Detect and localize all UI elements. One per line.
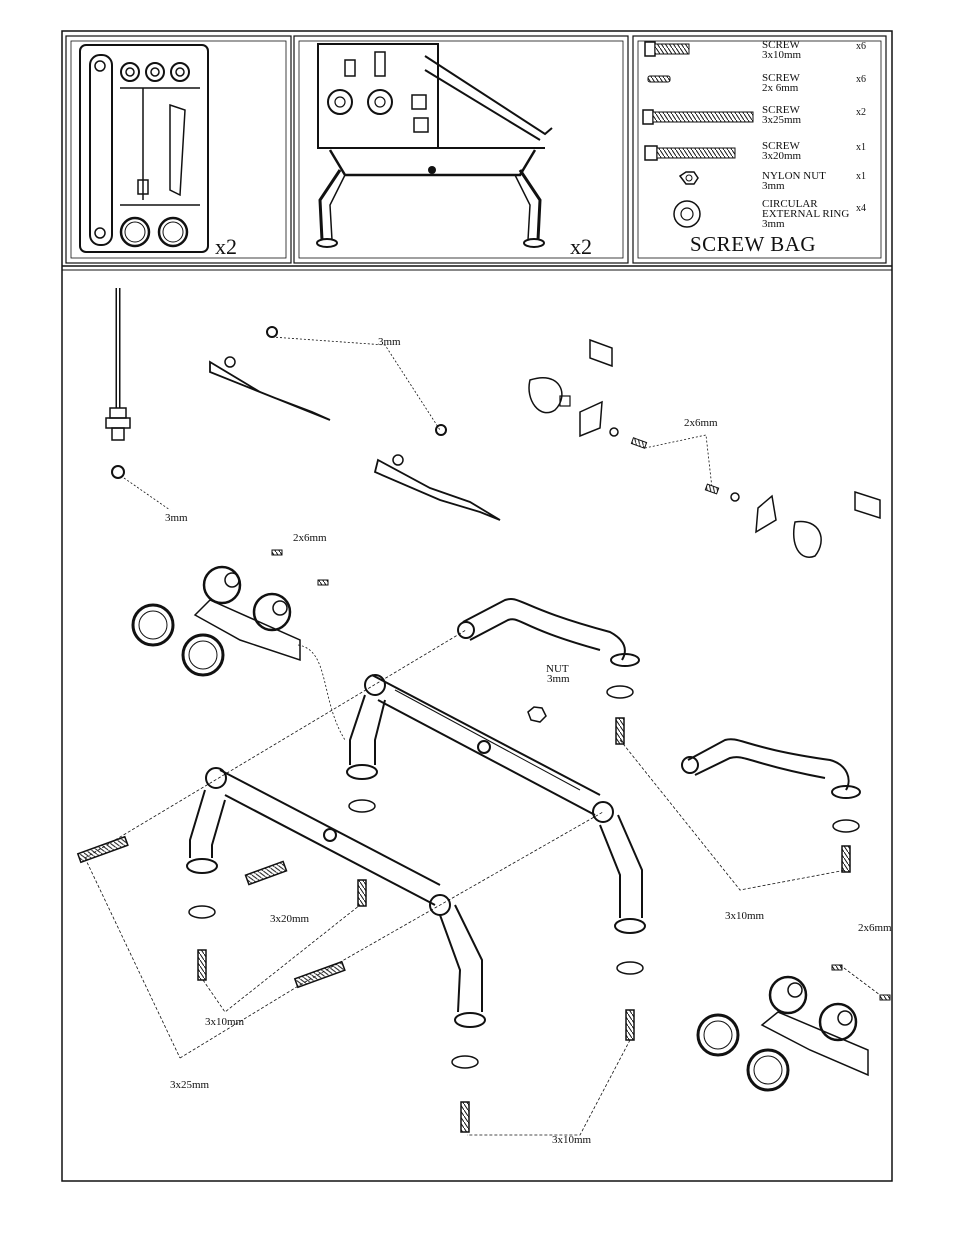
callout-screw-light-right: 2x6mm xyxy=(858,923,892,933)
parts-tree-2-multiplier: x2 xyxy=(570,234,592,260)
screw-bag-item-qty: x2 xyxy=(856,107,866,118)
mirror-parts xyxy=(529,340,880,557)
screw-bag-item-qty: x6 xyxy=(856,41,866,52)
callout-screw-3x10-left: 3x10mm xyxy=(205,1017,244,1027)
callout-nut-size: 3mm xyxy=(547,674,570,684)
screw-bag-item-size: 3mm xyxy=(762,181,785,191)
nut-part xyxy=(528,707,546,722)
callout-screw-mirror: 2x6mm xyxy=(684,418,718,428)
screw-bag-item-qty: x4 xyxy=(856,203,866,214)
parts-tree-1-multiplier: x2 xyxy=(215,234,237,260)
nylon-nut-icon xyxy=(680,172,698,184)
wiper-parts xyxy=(210,327,500,520)
screw-3x20-icon xyxy=(645,146,735,160)
callout-screw-light-left: 2x6mm xyxy=(293,533,327,543)
parts-tree-rollbar-panel xyxy=(294,36,628,263)
callout-ring-antenna: 3mm xyxy=(165,513,188,523)
screw-2x6-icon xyxy=(648,76,670,82)
screw-bag-item-size: 3x25mm xyxy=(762,115,801,125)
light-set-right xyxy=(698,965,890,1090)
callout-ring-wipers: 3mm xyxy=(378,337,401,347)
light-set-left xyxy=(133,550,345,740)
callout-screw-3x25: 3x25mm xyxy=(170,1080,209,1090)
callout-screw-3x10-bottom: 3x10mm xyxy=(552,1135,591,1145)
screw-bag-item-qty: x6 xyxy=(856,74,866,85)
screw-bag-panel xyxy=(633,36,886,263)
screw-3x10-icon xyxy=(645,42,689,56)
callout-screw-3x10-right: 3x10mm xyxy=(725,911,764,921)
screw-bag-item-qty: x1 xyxy=(856,171,866,182)
leader-lines xyxy=(85,630,880,1135)
callout-screw-3x20: 3x20mm xyxy=(270,914,309,924)
antenna-part xyxy=(106,288,170,510)
screw-3x25-icon xyxy=(643,110,753,124)
screw-bag-item-size: 2x 6mm xyxy=(762,83,798,93)
screw-bag-item-extra: 3mm xyxy=(762,219,785,229)
screw-bag-title: SCREW BAG xyxy=(690,232,816,257)
external-ring-icon xyxy=(674,201,700,227)
screw-bag-item-size: 3x10mm xyxy=(762,50,801,60)
roll-bar-frame xyxy=(187,599,860,1027)
screw-bag-item-qty: x1 xyxy=(856,142,866,153)
screw-bag-item-size: 3x20mm xyxy=(762,151,801,161)
parts-tree-wheels-panel xyxy=(66,36,291,263)
fasteners xyxy=(78,686,859,1132)
